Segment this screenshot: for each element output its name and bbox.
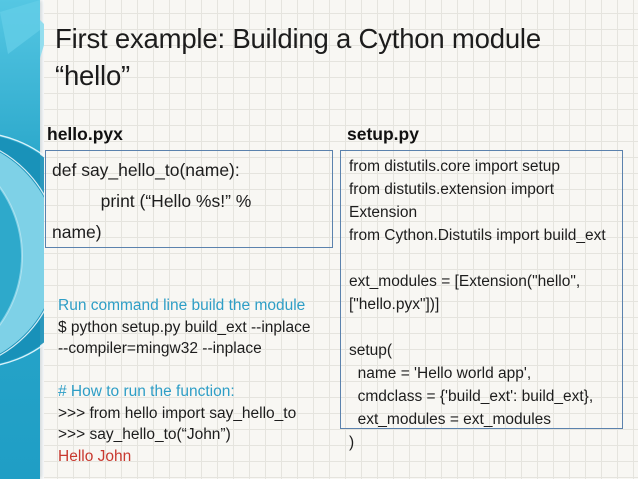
- code-line: def say_hello_to(name):: [52, 160, 240, 180]
- console-line: >>> from hello import say_hello_to: [58, 404, 297, 422]
- console-instructions-block: Run command line build the module $ pyth…: [58, 295, 338, 467]
- code-line: name): [52, 222, 102, 242]
- slide-content: First example: Building a Cython module …: [44, 0, 638, 479]
- code-line: [349, 316, 614, 339]
- setup-py-code-box: from distutils.core import setup from di…: [340, 150, 623, 451]
- hello-pyx-code-box: def say_hello_to(name): print (“Hello %s…: [45, 150, 333, 248]
- code-line: ): [349, 434, 355, 451]
- code-line: from distutils.core import setup: [349, 158, 561, 175]
- code-line: from Cython.Distutils import build_ext: [349, 227, 606, 244]
- slide-title: First example: Building a Cython module …: [55, 23, 541, 91]
- console-line: >>> say_hello_to(“John”): [58, 426, 231, 443]
- swirl-graphic-icon: [0, 0, 93, 479]
- code-line: cmdclass = {'build_ext': build_ext},: [349, 388, 594, 405]
- code-line: setup(: [349, 342, 393, 359]
- file-name-hello-pyx: hello.pyx: [47, 124, 123, 144]
- code-line: ["hello.pyx"])]: [349, 296, 440, 313]
- console-line: Run command line build the module: [58, 297, 306, 314]
- console-line: [58, 360, 338, 382]
- code-line: from distutils.extension import Extensio…: [349, 181, 559, 221]
- code-line: ext_modules = ext_modules: [349, 411, 552, 428]
- sidebar-swirl-decoration: [0, 0, 93, 479]
- console-line: # How to run the function:: [58, 383, 235, 400]
- console-line: $ python setup.py build_ext --inplace: [58, 318, 311, 336]
- code-line: print (“Hello %s!” %: [52, 191, 252, 211]
- file-name-setup-py: setup.py: [347, 124, 419, 144]
- code-line: [349, 247, 614, 270]
- code-line: name = 'Hello world app',: [349, 365, 532, 382]
- console-line: --compiler=mingw32 --inplace: [58, 340, 262, 357]
- console-line: Hello John: [58, 447, 132, 465]
- code-line: ext_modules = [Extension("hello",: [349, 273, 581, 290]
